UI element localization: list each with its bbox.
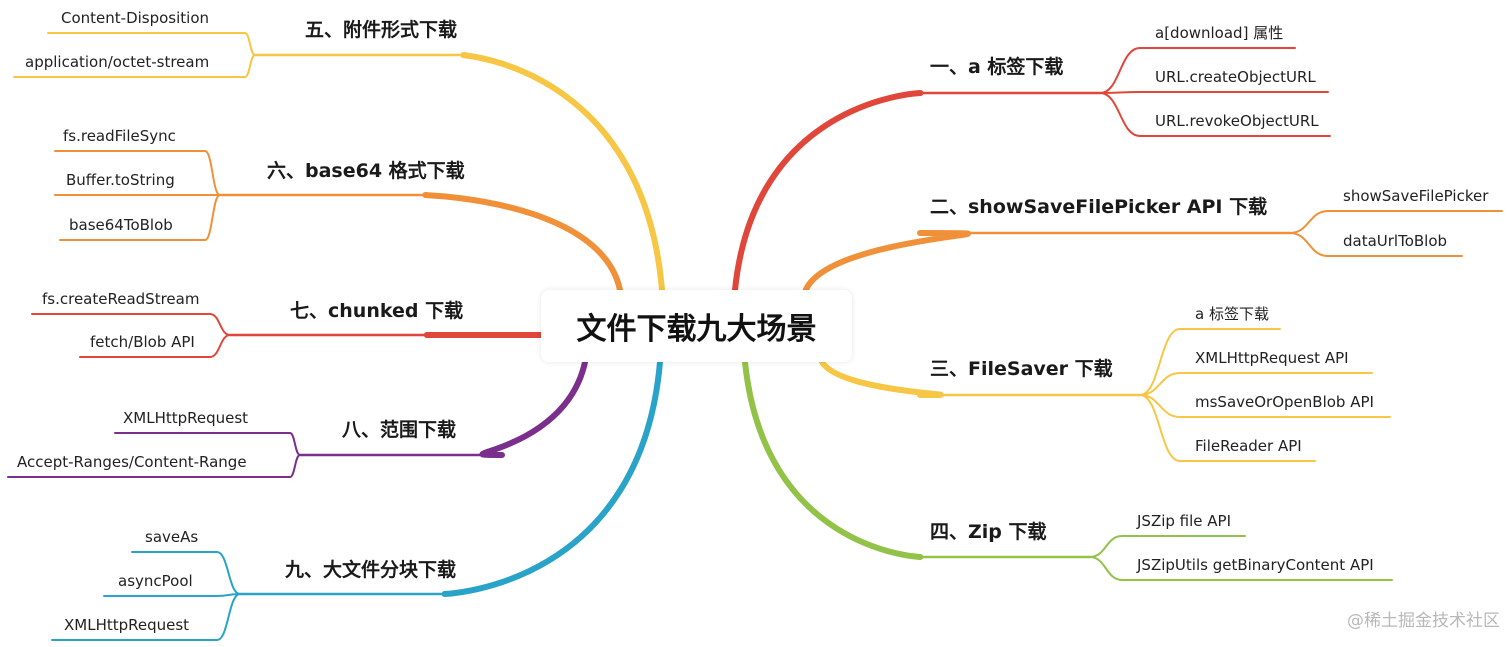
branch-3-leaf-4-connector: [1139, 394, 1316, 462]
branch-7-leaf-1-connector: [31, 313, 231, 336]
branch-9-curve: [441, 359, 663, 597]
branch-1-curve: [732, 90, 924, 293]
branch-2-curve: [802, 230, 971, 295]
branch-8-curve: [479, 359, 588, 458]
branch-6-leaf-3-label: base64ToBlob: [69, 216, 173, 234]
branch-5-leaf-1-label: Content-Disposition: [61, 9, 210, 27]
branch-2-leaf-2-label: dataUrlToBlob: [1343, 232, 1448, 250]
branch-1-leaf-2-connector: [1099, 91, 1329, 94]
branch-2-leaf-1-label: showSaveFilePicker: [1343, 187, 1489, 205]
branch-6-curve: [422, 192, 623, 293]
branch-7-leaf-1-label: fs.createReadStream: [42, 290, 200, 308]
branch-2-leaf-2-connector: [1289, 232, 1463, 257]
watermark: @稀土掘金技术社区: [1347, 611, 1500, 631]
branch-2-leaf-1-connector: [1289, 210, 1503, 234]
branch-9-leaf-1-connector: [131, 551, 241, 595]
branch-4-leaf-2-label: JSZipUtils getBinaryContent API: [1137, 556, 1374, 574]
branch-3-leaf-3-label: msSaveOrOpenBlob API: [1195, 393, 1374, 411]
branch-8-label: 八、范围下载: [342, 419, 457, 441]
branch-3-label: 三、FileSaver 下载: [930, 358, 1113, 380]
center-node: 文件下载九大场景: [541, 290, 852, 362]
branch-6-leaf-3-connector: [59, 194, 221, 241]
branch-4-leaf-1-connector: [1089, 535, 1246, 558]
branch-3-leaf-1-connector: [1139, 328, 1281, 396]
branch-9-leaf-3-label: XMLHttpRequest: [64, 616, 190, 634]
branch-4-leaf-2-connector: [1089, 556, 1393, 581]
branch-9-leaf-2-label: asyncPool: [118, 572, 193, 590]
branch-8-leaf-1-connector: [114, 432, 301, 456]
branch-3-leaf-4-label: FileReader API: [1195, 437, 1302, 455]
branch-9-leaf-2-connector: [103, 593, 241, 597]
branch-3-curve: [819, 359, 944, 398]
branch-3-leaf-2-label: XMLHttpRequest API: [1195, 349, 1349, 367]
branch-1-label: 一、a 标签下载: [930, 56, 1064, 78]
branch-7-leaf-2-connector: [79, 334, 231, 358]
branch-5-leaf-2-connector: [13, 54, 256, 78]
branch-7-label: 七、chunked 下载: [290, 300, 464, 322]
branch-5-curve: [460, 52, 665, 293]
branch-5-label: 五、附件形式下载: [305, 19, 458, 41]
branch-8-leaf-1-label: XMLHttpRequest: [123, 409, 249, 427]
branch-6-leaf-2-label: Buffer.toString: [66, 171, 175, 189]
branch-2-label: 二、showSaveFilePicker API 下载: [930, 196, 1268, 218]
branch-6-leaf-1-label: fs.readFileSync: [63, 127, 176, 145]
branch-7-leaf-2-label: fetch/Blob API: [90, 333, 195, 351]
branch-4-leaf-1-label: JSZip file API: [1137, 512, 1232, 530]
branch-1-leaf-2-label: URL.createObjectURL: [1155, 68, 1316, 86]
branch-1-leaf-1-connector: [1099, 47, 1296, 94]
branch-4-label: 四、Zip 下载: [930, 521, 1047, 543]
branch-1-leaf-3-connector: [1099, 92, 1331, 137]
branch-6-label: 六、base64 格式下载: [267, 160, 465, 182]
branch-4-curve: [742, 359, 924, 560]
branch-5-leaf-1-connector: [47, 32, 256, 56]
branch-1-leaf-1-label: a[download] 属性: [1155, 24, 1284, 42]
branch-8-leaf-2-connector: [7, 454, 301, 478]
branch-9-label: 九、大文件分块下载: [285, 559, 457, 581]
branch-5-leaf-2-label: application/octet-stream: [25, 53, 210, 71]
branch-3-leaf-1-label: a 标签下载: [1195, 305, 1269, 323]
branch-3-leaf-2-connector: [1139, 372, 1373, 396]
branch-9-leaf-1-label: saveAs: [145, 528, 199, 546]
branch-6-leaf-1-connector: [54, 150, 221, 196]
branch-9-leaf-3-connector: [51, 593, 241, 641]
branch-8-leaf-2-label: Accept-Ranges/Content-Range: [17, 453, 247, 471]
center-title: 文件下载九大场景: [576, 312, 817, 347]
branch-1-leaf-3-label: URL.revokeObjectURL: [1155, 112, 1319, 130]
